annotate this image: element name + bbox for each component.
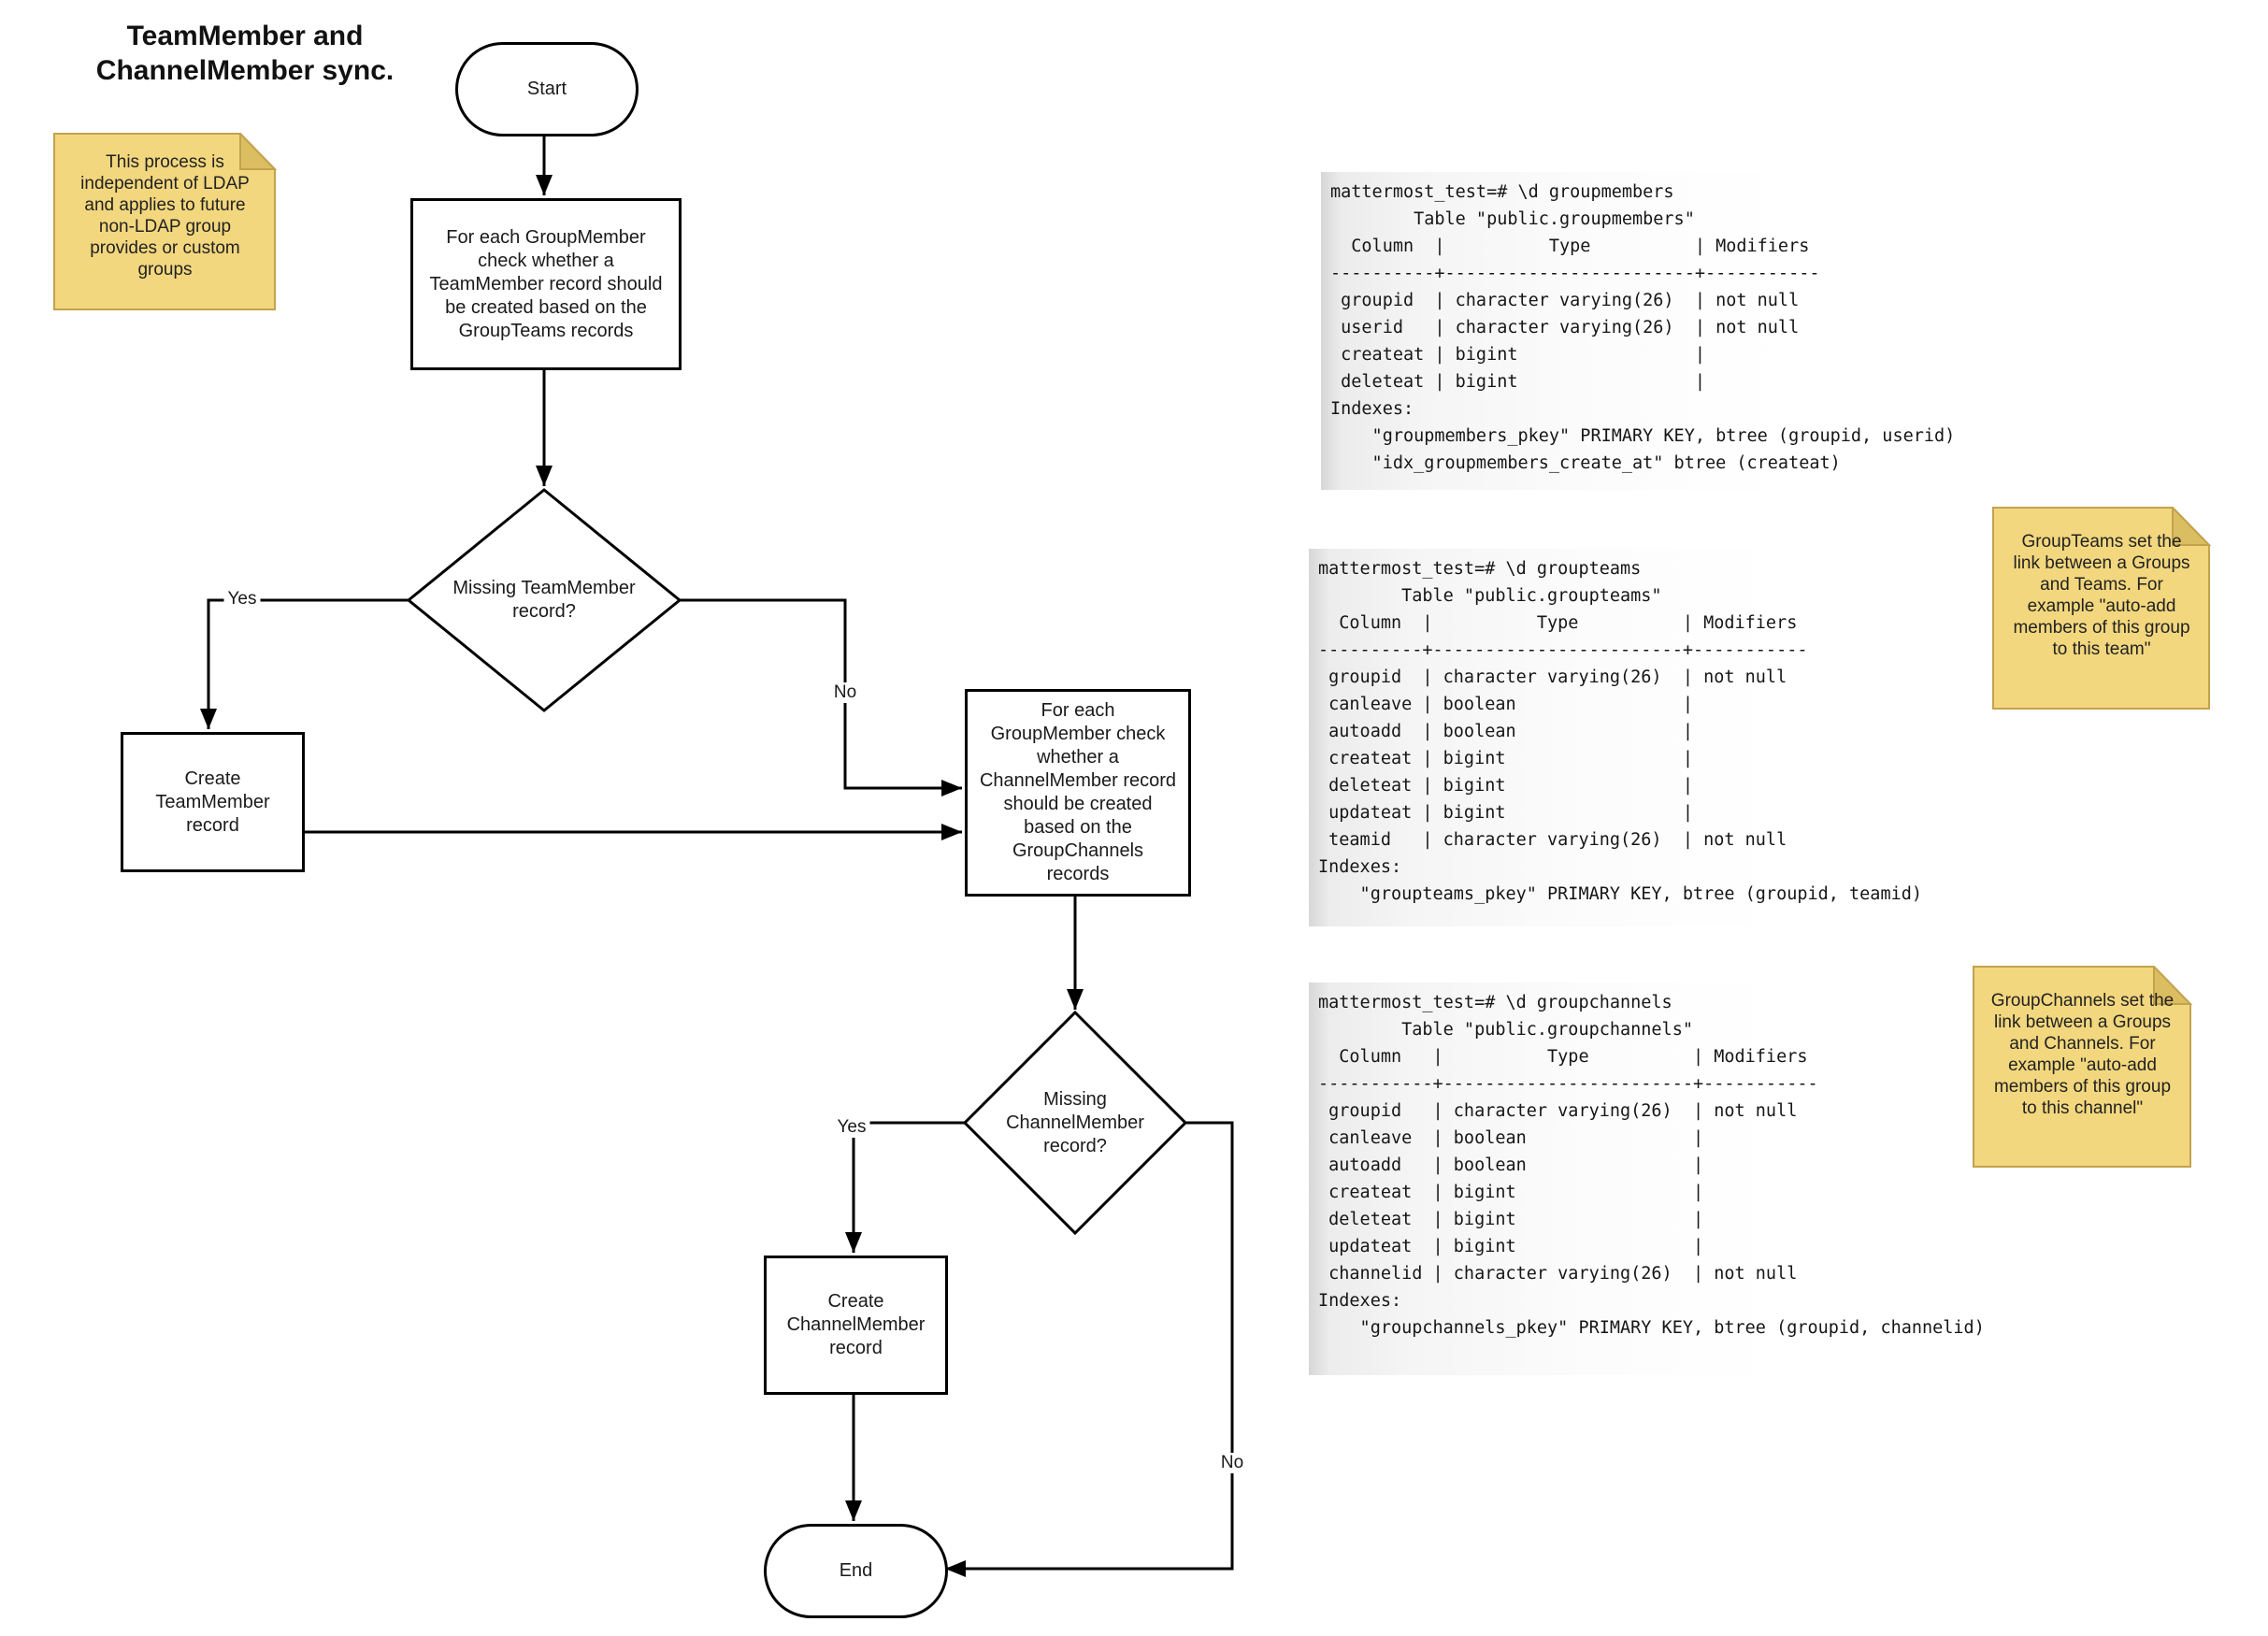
code-block-groupteams: mattermost_test=# \d groupteams Table "p… <box>1309 548 2001 926</box>
note-shape <box>1992 507 2211 710</box>
note-groupchannels-text: GroupChannels set the link between a Gro… <box>1990 991 2175 1118</box>
start-label: Start <box>526 79 567 99</box>
note-groupchannels: GroupChannels set the link between a Gro… <box>1973 966 2192 1169</box>
code-block-groupmembers: mattermost_test=# \d groupmembers Table … <box>1321 171 1996 490</box>
note-ldap-text: This process is independent of LDAP and … <box>80 152 250 280</box>
edge-label-no-1: No <box>829 682 861 703</box>
note-fold-icon <box>2153 966 2192 1005</box>
note-groupteams: GroupTeams set the link between a Groups… <box>1992 507 2211 710</box>
note-ldap: This process is independent of LDAP and … <box>53 133 277 311</box>
page-title: TeamMember and ChannelMember sync. <box>95 21 395 86</box>
note-fold-icon <box>2172 507 2211 546</box>
decision-missing-teammember-shape <box>406 488 682 712</box>
end-label: End <box>839 1560 873 1581</box>
note-fold-icon <box>239 133 277 170</box>
edge-label-yes-2: Yes <box>833 1117 870 1138</box>
edge-label-no-2: No <box>1216 1453 1248 1473</box>
note-groupteams-text: GroupTeams set the link between a Groups… <box>2013 532 2190 659</box>
connector-no-to-end <box>945 1121 1234 1577</box>
connector-yes-to-create-channelmember <box>845 1121 965 1253</box>
decision-missing-channelmember-shape <box>962 1010 1188 1236</box>
end-terminal: End <box>764 1524 948 1618</box>
connector-no-to-check-channelmember <box>680 598 962 796</box>
note-shape <box>53 133 277 310</box>
connector-yes-to-create-teammember <box>200 598 409 729</box>
decision-missing-channelmember-label: Missing ChannelMember record? <box>1006 1089 1144 1156</box>
process-create-channelmember: Create ChannelMember record <box>764 1256 948 1395</box>
process-create-teammember: Create TeamMember record <box>121 732 305 872</box>
start-terminal: Start <box>455 42 639 136</box>
process-check-teammember: For each GroupMember check whether a Tea… <box>410 198 682 370</box>
edge-label-yes-1: Yes <box>223 589 261 610</box>
decision-missing-teammember-label: Missing TeamMember record? <box>452 578 636 622</box>
note-shape <box>1973 966 2192 1168</box>
process-check-channelmember: For each GroupMember check whether a Cha… <box>965 689 1191 897</box>
